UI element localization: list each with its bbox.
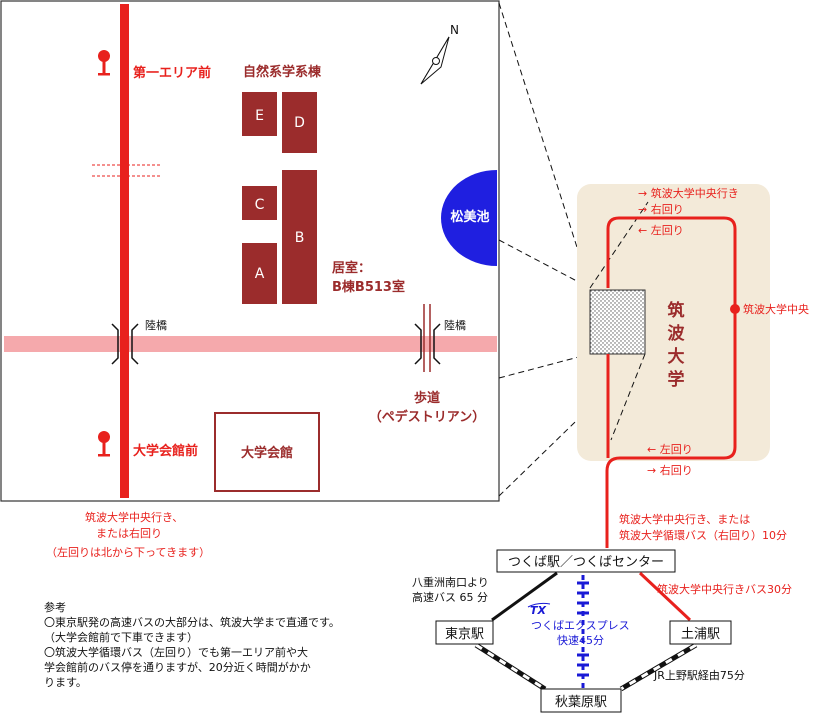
univ-char-3: 大 [668,346,685,367]
highway-bus-line2: 高速バス 65 分 [412,590,488,604]
room-title: 居室： [332,260,371,276]
tsuchiura-bus-label: 筑波大学中央行きバス30分 [657,582,792,596]
building-e-label: E [255,108,264,124]
building-d: D [282,92,317,153]
zoom-area [589,289,646,355]
campus-inset [577,184,770,461]
main-road [4,336,497,352]
north-arrow-icon [420,36,450,85]
notes-panel: 参考 〇東京駅発の高速バスの大部分は、筑波大学まで直通です。 （大学会館前で下車… [44,600,374,690]
building-d-label: D [294,115,305,131]
building-c-label: C [255,197,265,213]
campus-bus-loop [605,216,737,548]
inset-label-clockwise-bottom: → 右回り [647,463,693,477]
tsukuba-bus-line2: 筑波大学循環バス（右回り）10分 [619,528,787,542]
bridge-right-label: 陸橋 [444,318,466,332]
notes-item-4: 学会館前のバス停を通りますが、20分近く時間がかか [44,661,311,674]
zoom-connector-lines [498,2,646,497]
stop-kaikan-label: 大学会館前 [133,443,198,459]
inset-label-clockwise-top: → 右回り [638,202,684,216]
pond-label: 松美池 [450,209,489,225]
tsuchiura-bus-line [638,571,692,622]
crossing-marks [92,164,160,177]
walkway-sublabel: （ペデストリアン） [369,409,485,425]
tokyo-station-label: 東京駅 [445,626,484,642]
tsukuba-station-box [496,549,676,573]
building-e: E [242,92,277,136]
buildings-group-label: 自然系学系棟 [243,64,322,80]
notes-item-3: 〇筑波大学循環バス（左回り）でも第一エリア前や大 [44,646,308,659]
building-a-label: A [255,266,265,282]
univ-char-1: 筑 [668,300,685,321]
bridge-left-label: 陸橋 [145,318,167,332]
notes-item-1: 〇東京駅発の高速バスの大部分は、筑波大学まで直通です。 [44,616,340,629]
tx-logo-icon: TX [527,602,551,617]
akihabara-station-box [540,688,622,713]
notes-title: 参考 [44,601,66,614]
kaikan-building-label: 大学会館 [241,445,293,461]
akihabara-station-label: 秋葉原駅 [555,695,607,710]
bridge-right-icon [414,323,441,365]
walkway-label: 歩道 [414,390,440,406]
notes-item-5: ります。 [44,676,87,689]
bus-note-line2: または右回り [96,526,162,540]
center-stop-label: 筑波大学中央 [743,302,809,316]
tx-logo-text: TX [530,604,547,617]
tokyo-station-box [435,620,494,645]
walkway-line [423,304,431,372]
bus-stop-icon-kaikan [98,431,110,457]
bus-road [120,4,129,498]
stop-first-area-label: 第一エリア前 [133,65,211,81]
compass-north-label: N [450,23,459,37]
inset-label-counterclockwise-bottom: ← 左回り [647,443,693,456]
tx-label-line1: つくばエクスプレス [531,619,630,632]
center-stop-icon [730,304,740,314]
bus-stop-icon-first-area [98,50,110,76]
building-a: A [242,243,277,304]
tsukuba-bus-line1: 筑波大学中央行き、または [619,512,750,526]
bus-note-line1: 筑波大学中央行き、 [85,510,183,524]
rail-tokyo-akihabara [474,642,547,692]
inset-label-center-bound: → 筑波大学中央行き [638,186,739,200]
notes-item-2: （大学会館前で下車できます） [44,631,198,644]
highway-bus-line1: 八重洲南口より [412,575,489,589]
room-value: B棟B513室 [332,279,405,295]
bridge-left-icon [111,323,139,365]
inset-label-counterclockwise-top: ← 左回り [638,224,684,237]
bus-note-line3: （左回りは北から下ってきます） [46,546,210,559]
jr-label: JR上野駅経由75分 [653,668,745,682]
highway-bus-line [491,571,558,622]
pond [441,170,497,266]
tsuchiura-station-box [669,620,732,645]
kaikan-building [214,412,320,492]
tx-label-line2: 快速45分 [557,634,604,647]
rail-tsuchiura-akihabara [619,642,698,692]
zoom-connector-lines-inner [589,201,649,441]
building-c: C [242,186,277,220]
building-b: B [282,170,317,304]
univ-char-2: 波 [668,323,686,344]
tsuchiura-station-label: 土浦駅 [681,627,720,642]
tsukuba-station-label: つくば駅／つくばセンター [508,555,664,570]
univ-char-4: 学 [668,369,685,390]
building-b-label: B [295,230,305,246]
tx-line [577,575,589,688]
